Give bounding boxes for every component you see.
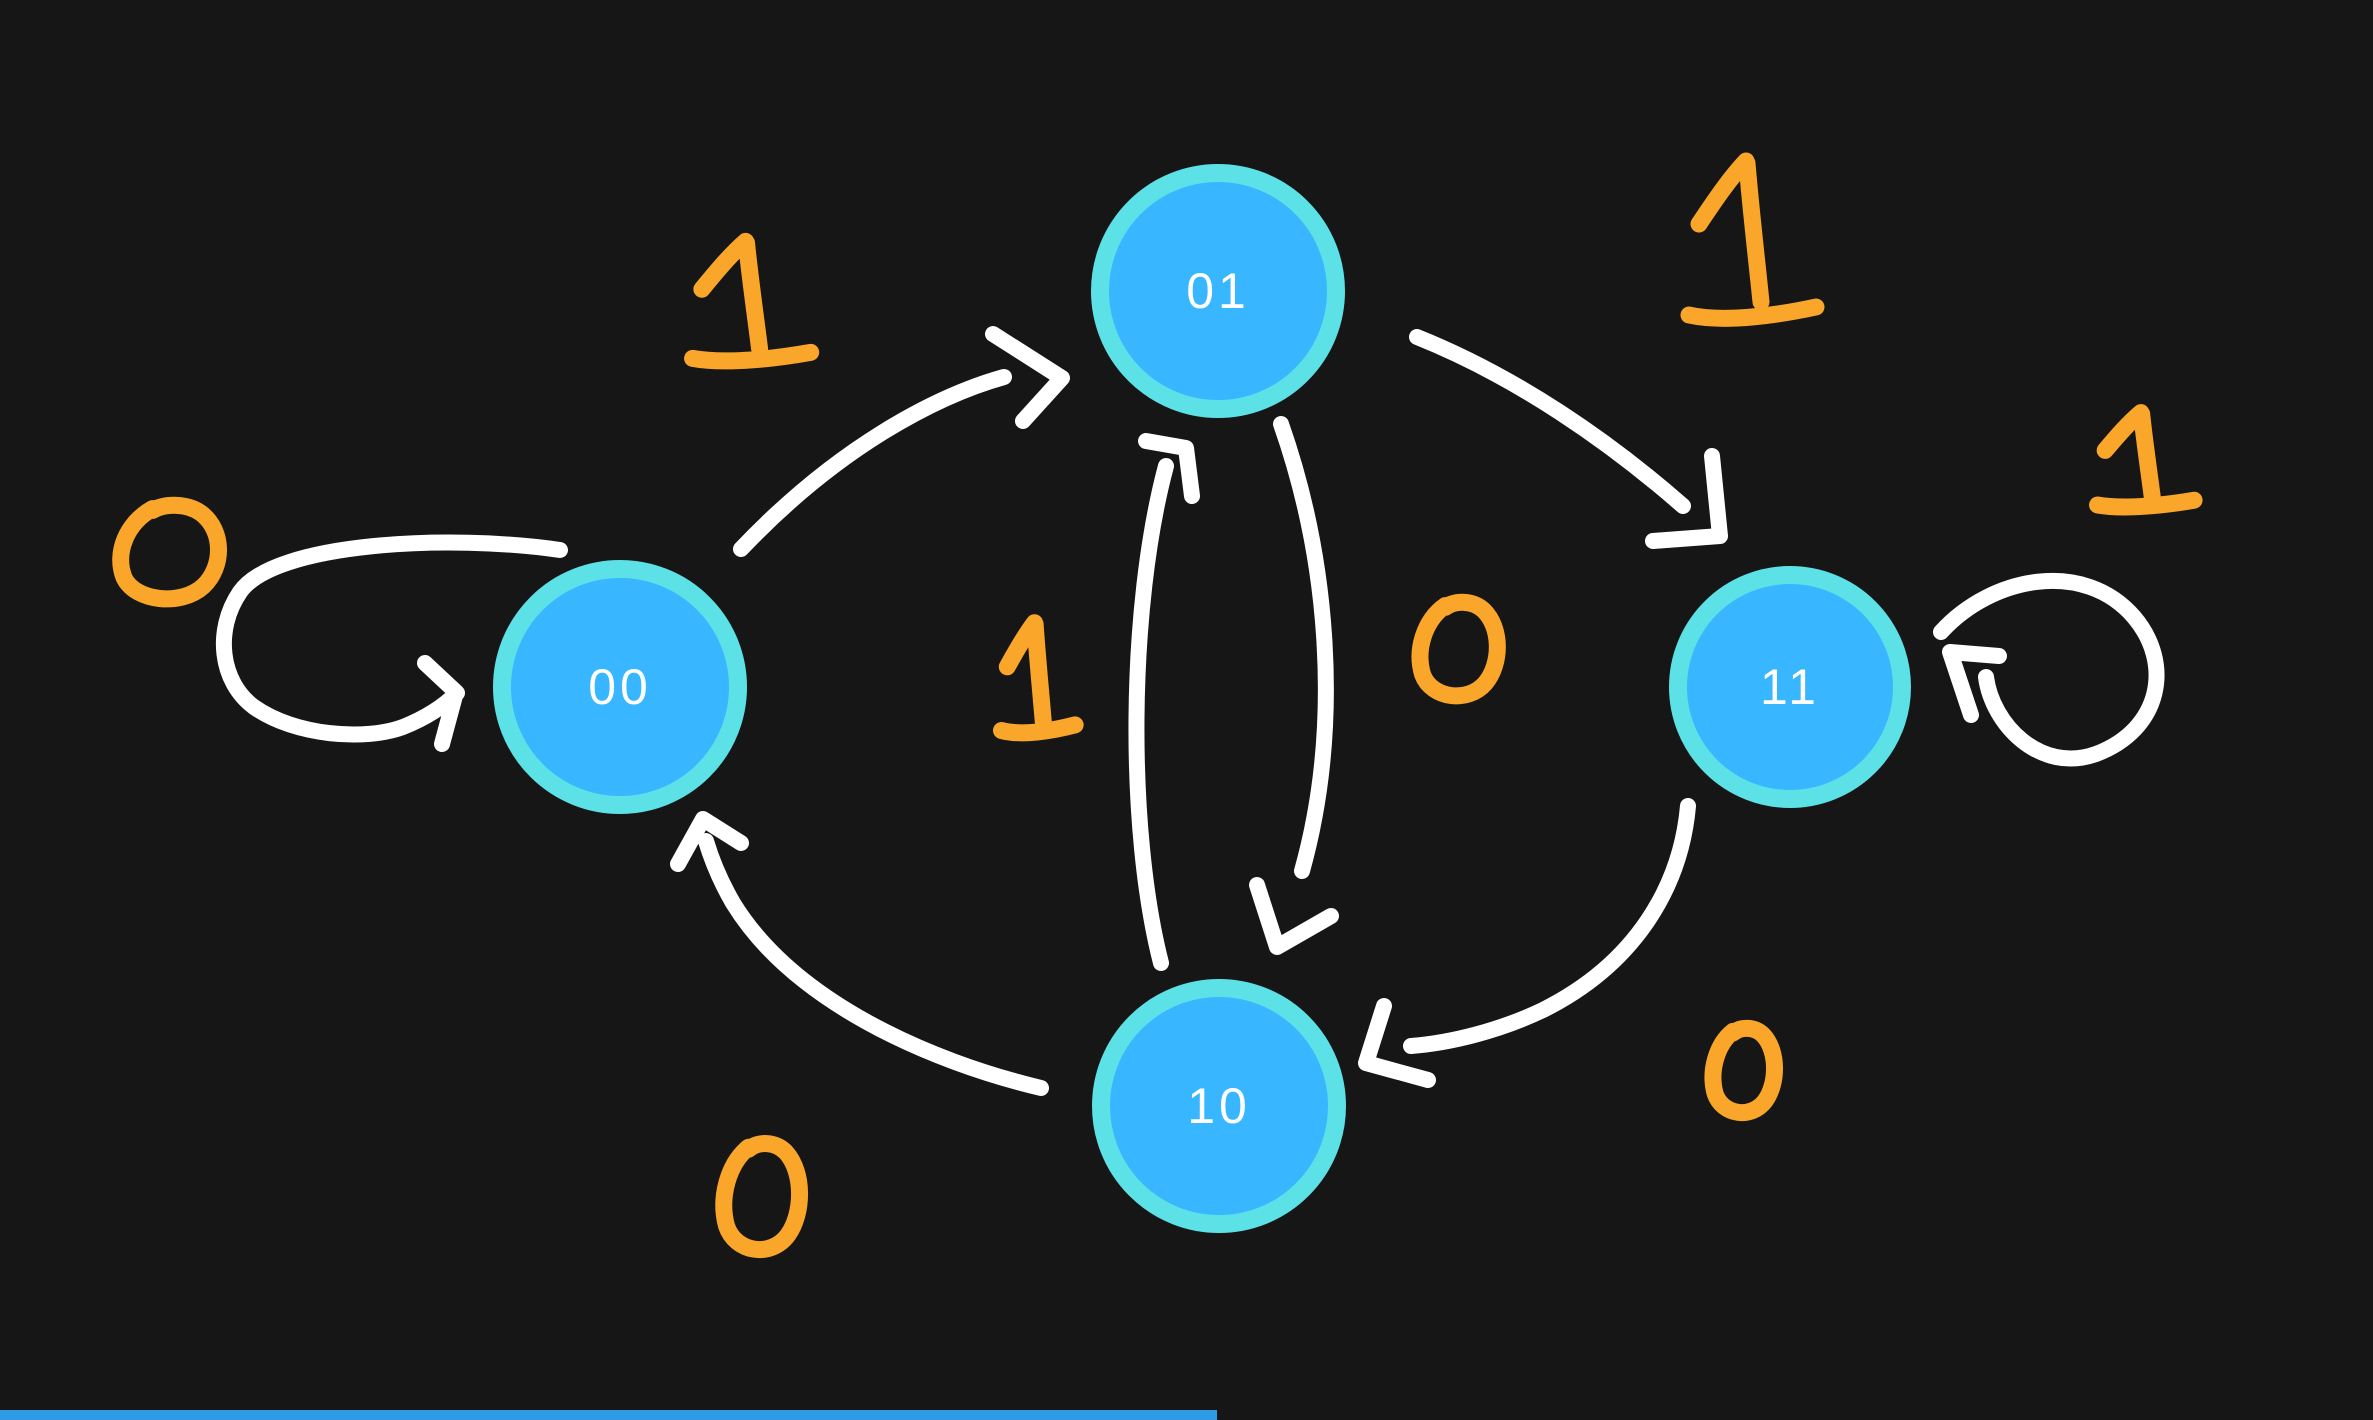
edge-01-to-10 <box>1249 416 1339 955</box>
edge-stroke <box>1128 458 1174 971</box>
edge-11-to-10 <box>1358 798 1696 1088</box>
arrowhead-into-01-from-10 <box>1138 433 1200 504</box>
edge-00-to-01 <box>733 326 1070 557</box>
arrowhead-into-00-from-10 <box>670 811 749 872</box>
edge-stroke <box>215 534 568 743</box>
state-label: 01 <box>1186 263 1250 319</box>
state-node-00[interactable]: 00 <box>493 560 747 814</box>
state-circle[interactable] <box>493 560 747 814</box>
state-circle[interactable] <box>1091 164 1345 418</box>
state-label: 10 <box>1187 1078 1251 1134</box>
edge-11-self-loop <box>1933 572 2165 767</box>
state-circle[interactable] <box>1669 566 1911 808</box>
edge-label-11-to-10 <box>1713 1028 1775 1112</box>
arrowhead-into-11-loop <box>1942 644 2007 723</box>
arrowhead-into-10 <box>1249 877 1339 955</box>
state-node-10[interactable]: 10 <box>1092 979 1346 1233</box>
edge-label-10-to-00 <box>724 1144 800 1250</box>
edge-01-to-11 <box>1409 329 1728 549</box>
edge-stroke <box>698 833 1049 1096</box>
state-node-01[interactable]: 01 <box>1091 164 1345 418</box>
arrowhead-into-01 <box>985 326 1070 429</box>
state-node-11[interactable]: 11 <box>1669 566 1911 808</box>
edge-stroke <box>1403 798 1696 1054</box>
edge-stroke <box>1409 329 1691 514</box>
edge-label-11-self-loop <box>2098 413 2195 507</box>
edge-10-to-00 <box>670 811 1049 1096</box>
edge-stroke <box>1273 416 1334 879</box>
arrowhead-into-00 <box>417 655 464 752</box>
arrowhead-into-10-from-11 <box>1358 998 1436 1088</box>
state-label: 00 <box>588 659 652 715</box>
state-circle[interactable] <box>1092 979 1346 1233</box>
state-label: 11 <box>1760 659 1820 715</box>
edge-10-to-01 <box>1128 433 1200 971</box>
edge-label-00-to-01 <box>693 241 811 361</box>
presentation-progress-bar <box>0 1410 1218 1420</box>
arrowhead-into-11 <box>1645 448 1728 549</box>
edge-stroke <box>1933 572 2165 767</box>
edge-label-10-to-01 <box>1001 623 1075 733</box>
edge-00-self-loop <box>215 534 568 752</box>
edge-label-01-to-10 <box>1420 602 1497 696</box>
edge-label-00-self-loop <box>121 505 219 599</box>
edge-stroke <box>733 369 1012 557</box>
edge-label-01-to-11 <box>1689 161 1816 318</box>
